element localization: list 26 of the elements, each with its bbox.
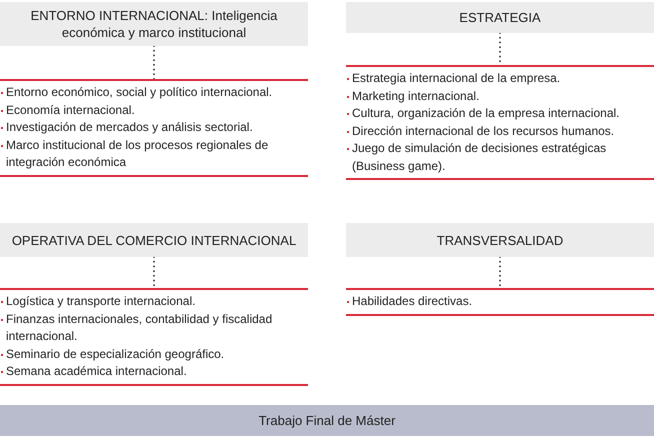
- list-item: Marco institucional de los procesos regionales de integración económica: [6, 138, 268, 169]
- list-item: Semana académica internacional.: [6, 364, 187, 378]
- list-item: Entorno económico, social y político internacional.: [6, 85, 272, 99]
- section-header: OPERATIVA DEL COMERCIO INTERNACIONAL: [0, 223, 308, 257]
- topic-list: [0, 79, 308, 176]
- list-item: Estrategia internacional de la empresa.: [352, 71, 560, 85]
- list-item: Finanzas internacionales, contabilidad y fiscalidad internacional.: [6, 312, 272, 343]
- list-item: Seminario de especialización geográfico.: [6, 346, 224, 360]
- topic-list: [346, 65, 654, 180]
- section-header: ENTORNO INTERNACIONAL: Inteligencia económica y marco institucional: [0, 2, 308, 46]
- list-item: Logística y transporte internacional.: [6, 294, 196, 308]
- list-item: Cultura, organización de la empresa internacional.: [352, 106, 620, 120]
- list-item: Juego de simulación de decisiones estratégicas (Business game).: [352, 141, 606, 172]
- topic-list: [0, 288, 308, 386]
- list-item: Investigación de mercados y análisis sectorial.: [6, 120, 253, 134]
- dotted-connector: [153, 45, 155, 80]
- list-item: Economía internacional.: [6, 102, 135, 116]
- dotted-connector: [153, 256, 155, 289]
- topic-list: [346, 288, 654, 316]
- list-item: Habilidades directivas.: [352, 294, 472, 308]
- final-project-band: Trabajo Final de Máster: [0, 405, 654, 436]
- section-header: TRANSVERSALIDAD: [346, 223, 654, 257]
- dotted-connector: [499, 256, 501, 289]
- list-item: Dirección internacional de los recursos humanos.: [352, 124, 614, 138]
- section-header: ESTRATEGIA: [346, 2, 654, 33]
- list-item: Marketing internacional.: [352, 88, 480, 102]
